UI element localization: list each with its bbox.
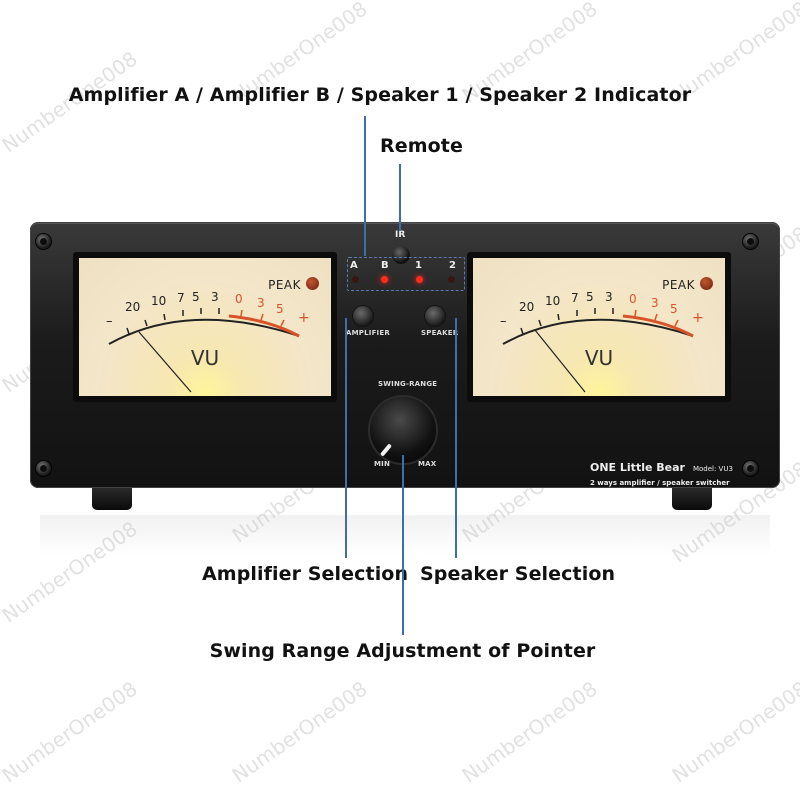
scale-label-red: 0 — [629, 292, 637, 306]
scale-label-red: 3 — [651, 296, 659, 310]
watermark: NumberOne008 — [0, 676, 142, 788]
led-a-icon — [352, 276, 359, 283]
knob-min-label: MIN — [374, 460, 391, 468]
meter-face: – 20 10 7 5 3 0 3 5 + PEAK VU — [79, 258, 331, 396]
swing-range-callout: Swing Range Adjustment of Pointer — [209, 640, 596, 662]
scale-label: 5 — [192, 290, 200, 304]
remote-callout-line — [399, 164, 401, 231]
scale-label: 3 — [211, 290, 219, 304]
scale-label: 5 — [586, 290, 594, 304]
indicator-panel: A B 1 2 — [347, 257, 465, 291]
indicator-label-1: 1 — [415, 260, 422, 271]
scale-label: 10 — [151, 294, 167, 308]
scale-label: 3 — [605, 290, 613, 304]
screw-icon — [36, 234, 51, 249]
scale-label-red: 5 — [670, 302, 678, 316]
screw-icon — [36, 461, 51, 476]
ir-label: IR — [395, 230, 406, 240]
peak-label: PEAK — [662, 278, 695, 292]
amplifier-button-label: AMPLIFIER — [346, 329, 390, 337]
scale-label: 10 — [545, 294, 561, 308]
indicator-label-a: A — [350, 260, 358, 271]
watermark: NumberOne008 — [227, 676, 372, 788]
scale-label-plus: + — [692, 310, 704, 326]
vu-label: VU — [190, 346, 220, 370]
brand-name: ONE Little Bear — [590, 461, 685, 474]
indicator-label-b: B — [381, 260, 389, 271]
meter-scale — [108, 308, 300, 393]
watermark: NumberOne008 — [457, 676, 602, 788]
vu-label: VU — [584, 346, 614, 370]
amplifier-selection-callout: Amplifier Selection — [202, 563, 409, 585]
speaker-button-label: SPEAKER — [421, 329, 459, 337]
speaker-button[interactable] — [425, 306, 445, 326]
scale-label: 7 — [177, 291, 185, 305]
ir-receiver-icon — [392, 246, 410, 264]
peak-led-icon — [306, 277, 319, 290]
indicator-callout: Amplifier A / Amplifier B / Speaker 1 / … — [68, 84, 692, 106]
scale-label-red: 0 — [235, 292, 243, 306]
speaker-selection-callout: Speaker Selection — [420, 563, 616, 585]
amplifier-button[interactable] — [353, 306, 373, 326]
meter-face: – 20 10 7 5 3 0 3 5 + PEAK VU — [473, 258, 725, 396]
scale-label: 20 — [519, 300, 535, 314]
vu-meter-device: – 20 10 7 5 3 0 3 5 + PEAK VU — [30, 222, 780, 488]
speaker-callout-line — [455, 318, 457, 558]
peak-led-icon — [700, 277, 713, 290]
led-2-icon — [448, 276, 455, 283]
left-vu-meter: – 20 10 7 5 3 0 3 5 + PEAK VU — [73, 252, 337, 402]
swing-range-knob[interactable] — [370, 397, 436, 463]
brand-tagline: 2 ways amplifier / speaker switcher — [590, 479, 730, 487]
screw-icon — [743, 461, 758, 476]
watermark: NumberOne008 — [667, 676, 800, 788]
meter-scale — [502, 308, 694, 393]
scale-label-minus: – — [106, 314, 113, 329]
indicator-label-2: 2 — [449, 260, 456, 271]
swing-range-label: SWING-RANGE — [378, 380, 438, 388]
scale-label-plus: + — [298, 310, 310, 326]
remote-callout: Remote — [380, 135, 463, 157]
scale-label: 7 — [571, 291, 579, 305]
device-reflection — [40, 515, 770, 555]
led-b-icon — [381, 276, 388, 283]
led-1-icon — [416, 276, 423, 283]
peak-label: PEAK — [268, 278, 301, 292]
scale-label-red: 3 — [257, 296, 265, 310]
swing-range-callout-line — [402, 455, 404, 635]
right-vu-meter: – 20 10 7 5 3 0 3 5 + PEAK VU — [467, 252, 731, 402]
knob-max-label: MAX — [418, 460, 437, 468]
device-foot-left — [92, 488, 132, 510]
brand-block: ONE Little Bear Model: VU3 2 ways amplifi… — [590, 456, 733, 487]
scale-label-red: 5 — [276, 302, 284, 316]
model-number: Model: VU3 — [692, 465, 733, 473]
screw-icon — [743, 234, 758, 249]
amplifier-callout-line — [345, 318, 347, 558]
scale-label-minus: – — [500, 314, 507, 329]
scale-label: 20 — [125, 300, 141, 314]
indicator-callout-line — [364, 116, 366, 256]
device-foot-right — [672, 488, 712, 510]
